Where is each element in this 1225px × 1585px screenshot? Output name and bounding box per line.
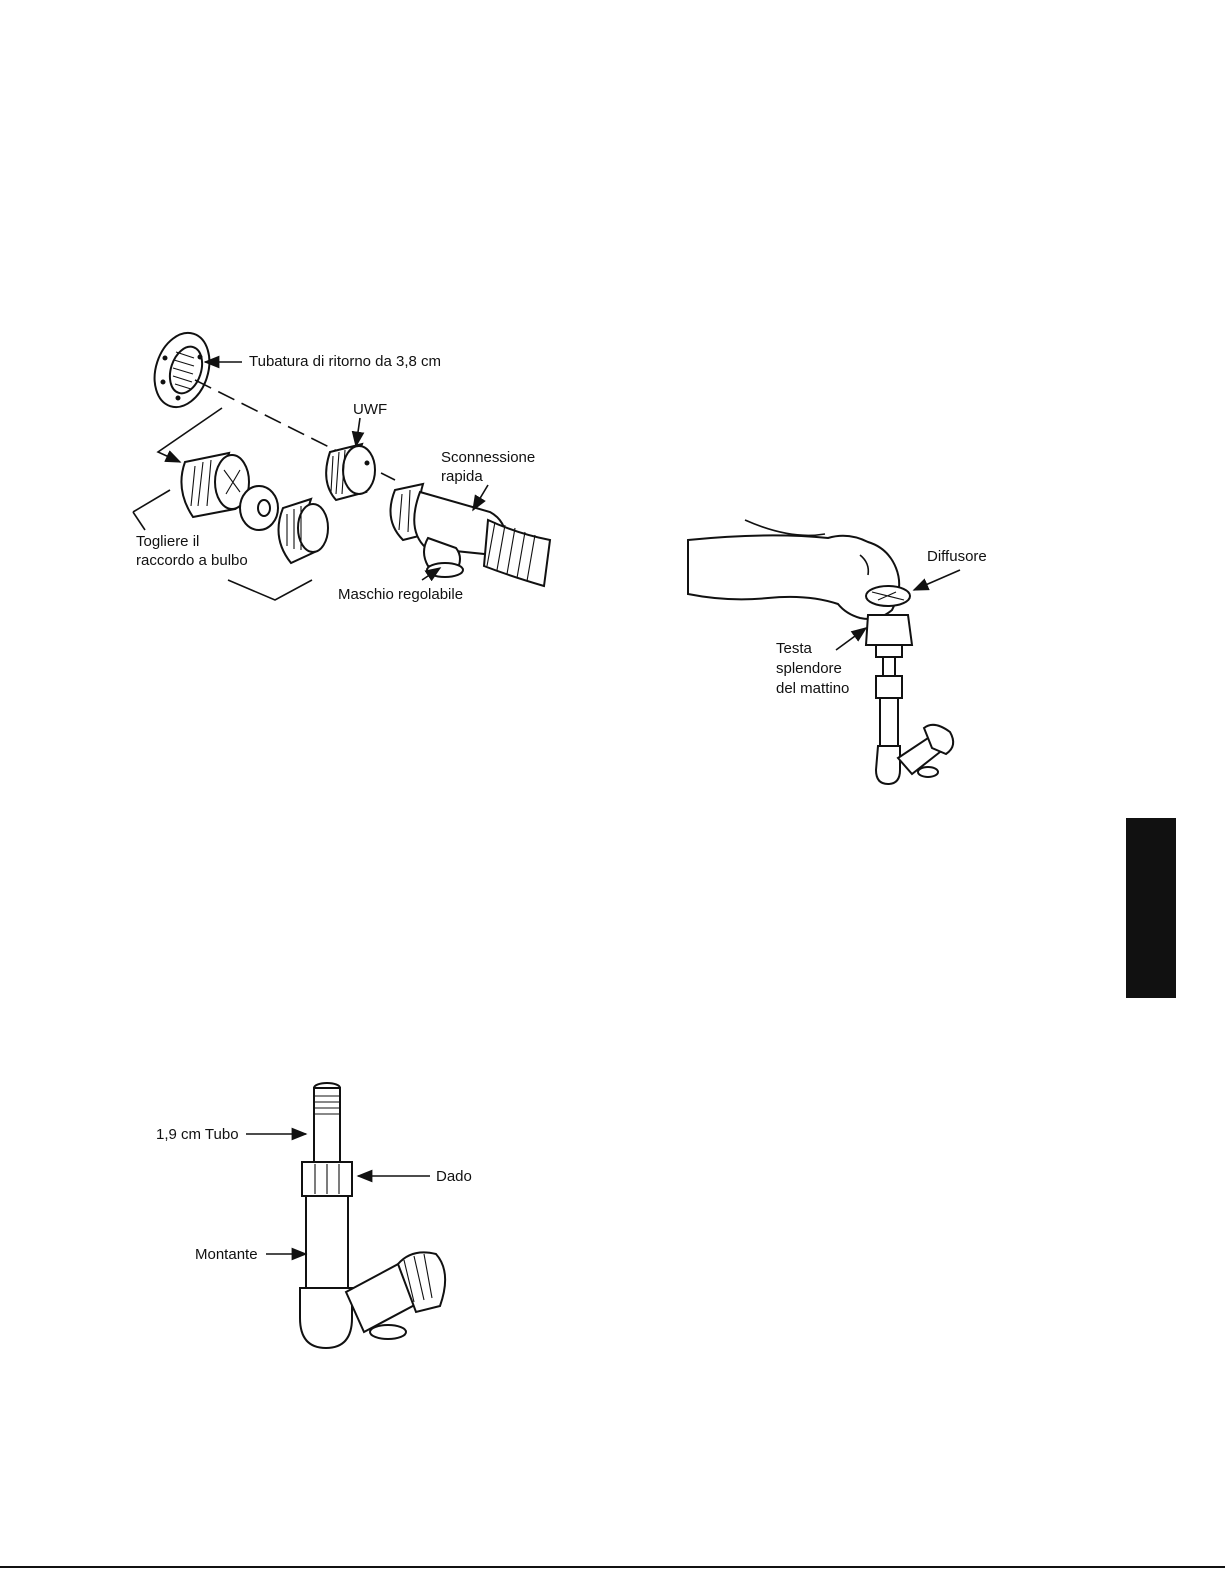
- nut-riser-drawing: [302, 1162, 352, 1196]
- nut-drawing: [279, 499, 329, 563]
- riser-small-drawing: [876, 676, 953, 784]
- label-dado: Dado: [436, 1168, 472, 1186]
- riser-body-drawing: [300, 1196, 445, 1348]
- label-testa-line2: splendore: [776, 660, 842, 678]
- diffuser-drawing: [866, 586, 912, 677]
- label-sconnessione-line2: rapida: [441, 468, 483, 486]
- label-montante: Montante: [195, 1246, 258, 1264]
- label-togliere-line2: raccordo a bulbo: [136, 552, 248, 570]
- label-togliere-line1: Togliere il: [136, 533, 199, 551]
- label-testa-line1: Testa: [776, 640, 812, 658]
- ball-drawing: [240, 486, 278, 530]
- pipe-drawing: [314, 1083, 340, 1170]
- section-tab: [1126, 818, 1176, 998]
- label-uwf: UWF: [353, 401, 387, 419]
- uwf-drawing: [326, 444, 375, 500]
- label-testa-line3: del mattino: [776, 680, 849, 698]
- label-diffusore: Diffusore: [927, 548, 987, 566]
- riser-illustration: [246, 1083, 445, 1348]
- label-sconnessione-line1: Sconnessione: [441, 449, 535, 467]
- footer-rule: [0, 1566, 1225, 1568]
- label-maschio: Maschio regolabile: [338, 586, 463, 604]
- label-tubatura: Tubatura di ritorno da 3,8 cm: [249, 353, 441, 371]
- eyeball-fitting-drawing: [181, 453, 249, 517]
- quick-disconnect-drawing: [391, 484, 551, 586]
- diffuser-illustration: [688, 520, 960, 784]
- label-tubo: 1,9 cm Tubo: [156, 1126, 239, 1144]
- wall-flange-drawing: [146, 326, 219, 414]
